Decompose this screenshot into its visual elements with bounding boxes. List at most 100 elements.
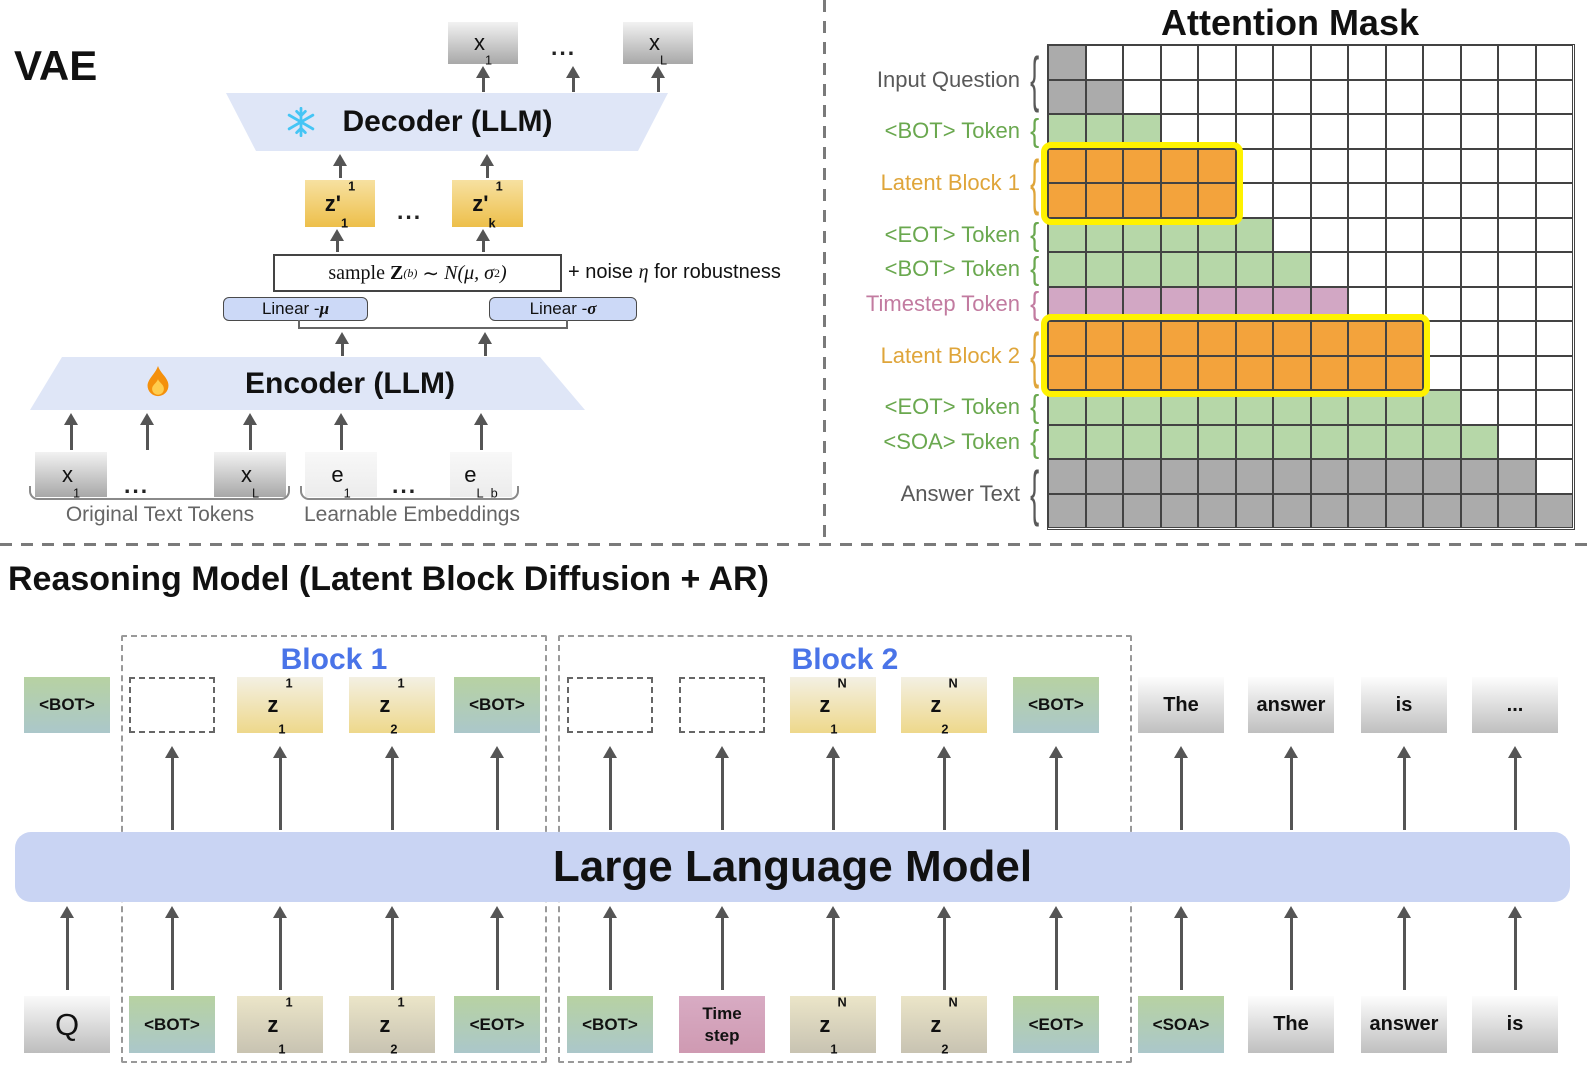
token-input-11: The xyxy=(1248,996,1334,1053)
token-input-6: Time step xyxy=(679,996,765,1053)
mask-cell xyxy=(1160,355,1198,390)
mask-cell xyxy=(1123,459,1161,494)
mask-cell xyxy=(1460,252,1498,287)
mask-cell xyxy=(1423,252,1461,287)
arrow-stem xyxy=(69,423,73,450)
arrow-stem xyxy=(278,756,282,830)
mask-cell xyxy=(1048,79,1086,114)
llm-bar: Large Language Model xyxy=(15,832,1570,902)
mask-cell xyxy=(1498,424,1536,459)
arrow-stem xyxy=(248,423,252,450)
mask-cell xyxy=(1160,45,1198,80)
mask-cell xyxy=(1310,355,1348,390)
arrow-stem xyxy=(656,76,660,92)
arrow-up-icon xyxy=(243,413,257,425)
arrow-stem xyxy=(479,423,483,450)
horizontal-dashed-divider xyxy=(0,543,1590,546)
mask-row-label: <EOT> Token xyxy=(884,221,1020,247)
brace-icon: { xyxy=(1030,423,1040,460)
arrow-up-icon xyxy=(335,332,349,344)
arrow-stem xyxy=(145,423,149,450)
mask-cell xyxy=(1460,45,1498,80)
arrow-up-icon xyxy=(385,906,399,918)
token-output-4: <BOT> xyxy=(454,677,540,733)
mask-cell xyxy=(1535,321,1573,356)
mask-cell xyxy=(1160,252,1198,287)
mask-cell xyxy=(1123,355,1161,390)
token-output-0: <BOT> xyxy=(24,677,110,733)
token-input-13: is xyxy=(1472,996,1558,1053)
arrow-stem xyxy=(170,756,174,830)
mask-cell xyxy=(1423,424,1461,459)
mask-cell xyxy=(1273,355,1311,390)
token-input-10: <SOA> xyxy=(1138,996,1224,1053)
arrow-up-icon xyxy=(651,66,665,78)
mask-cell xyxy=(1048,148,1086,183)
mask-cell xyxy=(1498,79,1536,114)
mask-cell xyxy=(1460,493,1498,528)
decoder-label: Decoder (LLM) xyxy=(342,105,553,138)
arrow-stem xyxy=(390,916,394,990)
arrow-stem xyxy=(942,756,946,830)
mask-cell xyxy=(1273,183,1311,218)
mask-cell xyxy=(1348,355,1386,390)
arrow-stem xyxy=(483,342,487,356)
mask-cell xyxy=(1348,148,1386,183)
arrow-stem xyxy=(1054,756,1058,830)
mask-cell xyxy=(1235,45,1273,80)
mask-cell xyxy=(1160,424,1198,459)
arrow-up-icon xyxy=(826,906,840,918)
mask-row-label: <EOT> Token xyxy=(884,394,1020,420)
token-output-11: answer xyxy=(1248,677,1334,733)
mask-cell xyxy=(1198,355,1236,390)
mask-cell xyxy=(1235,459,1273,494)
arrow-up-icon xyxy=(1049,746,1063,758)
mask-cell xyxy=(1385,459,1423,494)
mask-cell xyxy=(1460,148,1498,183)
mask-cell xyxy=(1423,45,1461,80)
mask-cell xyxy=(1423,114,1461,149)
mask-cell xyxy=(1535,493,1573,528)
arrow-stem xyxy=(339,423,343,450)
ellipsis: ... xyxy=(124,472,150,498)
mask-cell xyxy=(1498,321,1536,356)
mask-cell xyxy=(1048,321,1086,356)
arrow-up-icon xyxy=(1049,906,1063,918)
mask-cell xyxy=(1423,390,1461,425)
arrow-stem xyxy=(608,916,612,990)
original-tokens-label: Original Text Tokens xyxy=(65,503,255,526)
mask-cell xyxy=(1048,183,1086,218)
mask-cell xyxy=(1123,45,1161,80)
arrow-stem xyxy=(481,76,485,92)
arrow-up-icon xyxy=(1174,746,1188,758)
latent-block-highlight xyxy=(1041,314,1430,397)
mask-cell xyxy=(1385,355,1423,390)
arrow-stem xyxy=(338,164,342,178)
mask-cell xyxy=(1235,493,1273,528)
mask-cell xyxy=(1423,183,1461,218)
token-output-6 xyxy=(679,677,765,733)
mask-cell xyxy=(1535,286,1573,321)
mask-cell xyxy=(1198,79,1236,114)
arrow-stem xyxy=(1289,916,1293,990)
mask-cell xyxy=(1160,493,1198,528)
token-input-12: answer xyxy=(1361,996,1447,1053)
mask-cell xyxy=(1423,217,1461,252)
mask-cell xyxy=(1460,183,1498,218)
arrow-up-icon xyxy=(715,746,729,758)
mask-cell xyxy=(1498,459,1536,494)
mask-cell xyxy=(1535,114,1573,149)
arrow-stem xyxy=(831,756,835,830)
arrow-stem xyxy=(720,916,724,990)
mask-cell xyxy=(1498,183,1536,218)
mask-cell xyxy=(1385,45,1423,80)
arrow-up-icon xyxy=(1174,906,1188,918)
mask-cell xyxy=(1385,493,1423,528)
arrow-up-icon xyxy=(1508,906,1522,918)
vertical-dashed-divider xyxy=(823,0,826,545)
mask-cell xyxy=(1535,390,1573,425)
